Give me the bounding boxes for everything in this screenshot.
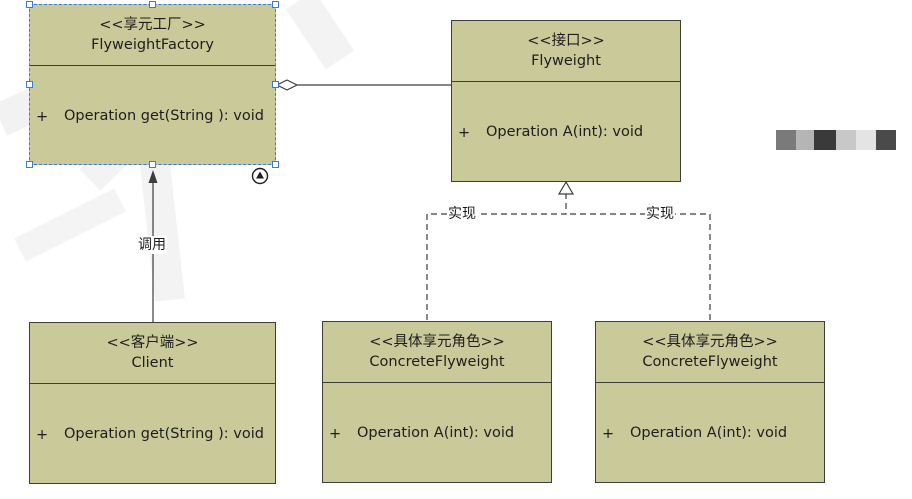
class-flyweight[interactable]: <<接口>> Flyweight + Operation A(int): voi… bbox=[451, 20, 681, 182]
class-name: Flyweight bbox=[531, 53, 601, 69]
class-header: <<接口>> Flyweight bbox=[452, 21, 680, 82]
class-concrete-flyweight-1[interactable]: <<具体享元角色>> ConcreteFlyweight + Operation… bbox=[322, 321, 552, 483]
class-body: + Operation A(int): void bbox=[452, 81, 680, 181]
stereotype: <<接口>> bbox=[527, 33, 605, 49]
method: Operation A(int): void bbox=[630, 425, 788, 441]
method: Operation get(String ): void bbox=[64, 426, 264, 442]
visibility-marker: + bbox=[36, 109, 49, 125]
visibility-marker: + bbox=[602, 426, 615, 442]
realization-triangle bbox=[557, 180, 575, 195]
visibility-marker: + bbox=[458, 125, 471, 141]
class-body: + Operation get(String ): void bbox=[30, 65, 275, 164]
stereotype: <<具体享元角色>> bbox=[642, 334, 778, 350]
rotate-up-icon[interactable] bbox=[251, 167, 269, 185]
resize-handle-se[interactable] bbox=[272, 161, 279, 168]
call-label: 调用 bbox=[137, 236, 167, 254]
resize-handle-ne[interactable] bbox=[272, 1, 279, 8]
stereotype: <<具体享元角色>> bbox=[369, 334, 505, 350]
method: Operation A(int): void bbox=[486, 124, 644, 140]
class-body: + Operation get(String ): void bbox=[30, 383, 275, 483]
resize-handle-e[interactable] bbox=[272, 81, 279, 88]
class-header: <<享元工厂>> FlyweightFactory bbox=[30, 5, 275, 66]
class-body: + Operation A(int): void bbox=[323, 382, 551, 482]
class-name: ConcreteFlyweight bbox=[369, 354, 505, 370]
class-flyweight-factory[interactable]: <<享元工厂>> FlyweightFactory + Operation ge… bbox=[29, 4, 276, 165]
stereotype: <<客户端>> bbox=[106, 335, 199, 351]
stereotype: <<享元工厂>> bbox=[99, 17, 206, 33]
realization-label-left: 实现 bbox=[447, 205, 477, 223]
class-concrete-flyweight-2[interactable]: <<具体享元角色>> ConcreteFlyweight + Operation… bbox=[595, 321, 825, 483]
class-header: <<具体享元角色>> ConcreteFlyweight bbox=[323, 322, 551, 383]
class-body: + Operation A(int): void bbox=[596, 382, 824, 482]
resize-handle-n[interactable] bbox=[149, 1, 156, 8]
class-name: Client bbox=[131, 355, 174, 371]
class-header: <<客户端>> Client bbox=[30, 323, 275, 384]
class-name: ConcreteFlyweight bbox=[642, 354, 778, 370]
resize-handle-sw[interactable] bbox=[26, 161, 33, 168]
call-arrowhead bbox=[148, 170, 158, 183]
visibility-marker: + bbox=[36, 427, 49, 443]
class-name: FlyweightFactory bbox=[91, 37, 214, 53]
class-client[interactable]: <<客户端>> Client + Operation get(String ):… bbox=[29, 322, 276, 484]
realization-label-right: 实现 bbox=[645, 205, 675, 223]
realization-line-left bbox=[426, 194, 567, 320]
resize-handle-nw[interactable] bbox=[26, 1, 33, 8]
visibility-marker: + bbox=[329, 426, 342, 442]
method: Operation get(String ): void bbox=[64, 108, 264, 124]
method: Operation A(int): void bbox=[357, 425, 515, 441]
resize-handle-w[interactable] bbox=[26, 81, 33, 88]
class-header: <<具体享元角色>> ConcreteFlyweight bbox=[596, 322, 824, 383]
realization-line-right bbox=[566, 213, 711, 320]
resize-handle-s[interactable] bbox=[149, 161, 156, 168]
aggregation-diamond bbox=[275, 79, 299, 91]
